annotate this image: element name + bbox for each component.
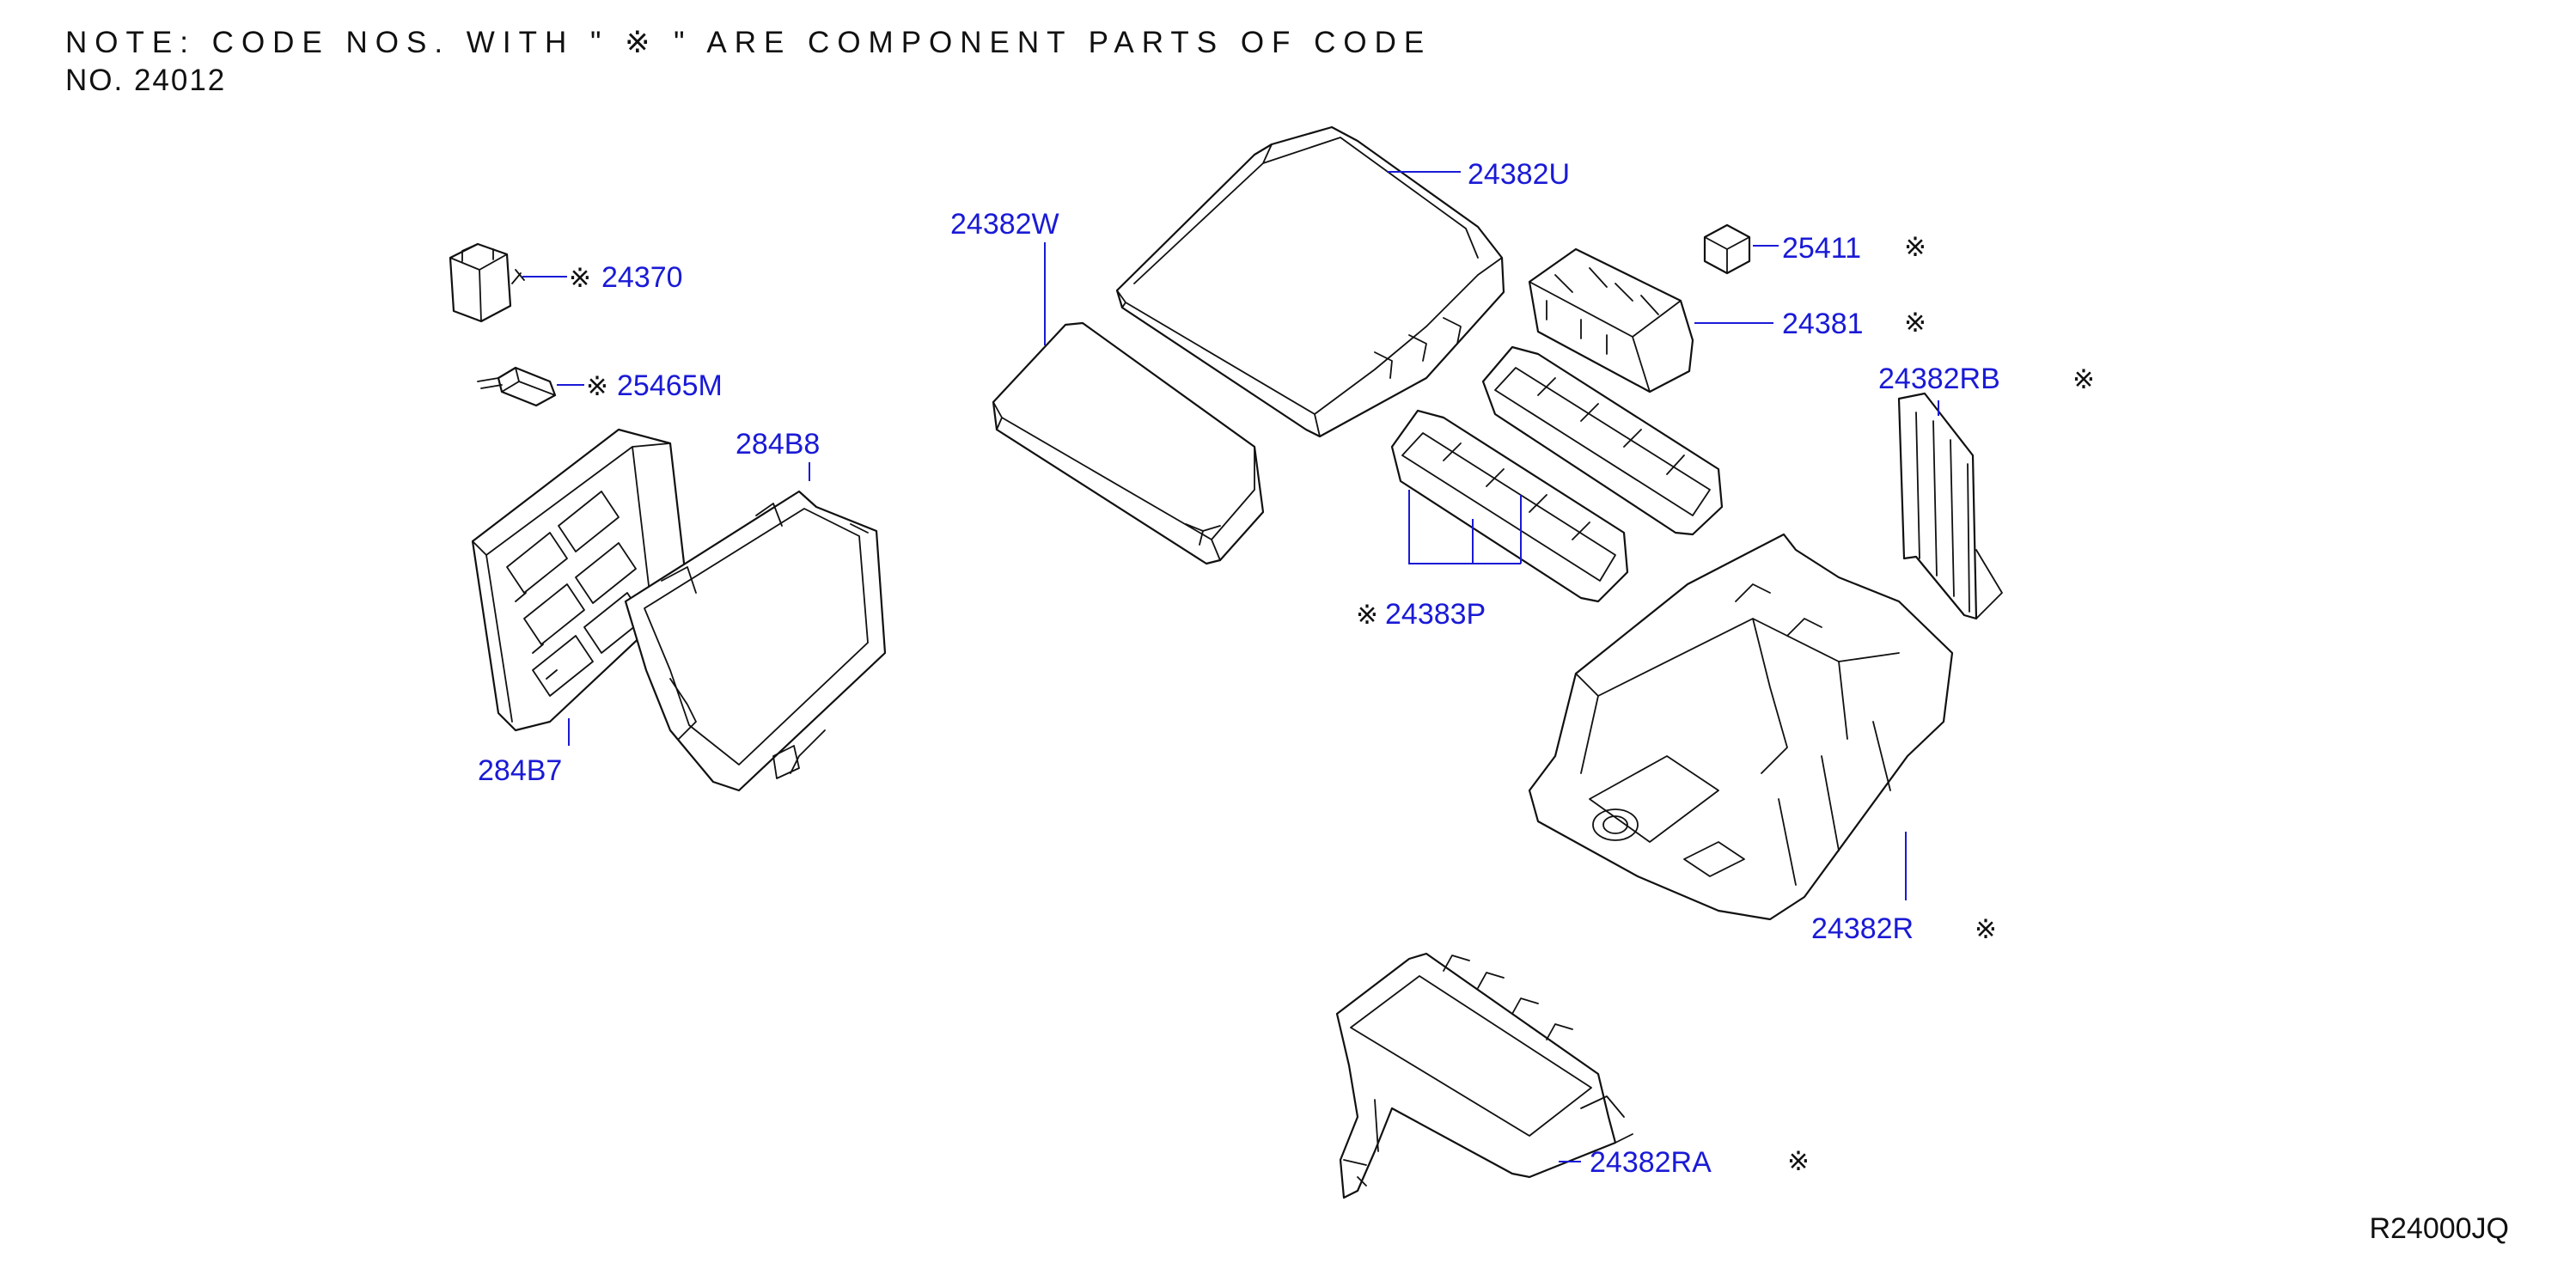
- part-24370-drawing: [449, 242, 525, 323]
- component-mark-24382R: ※: [1975, 914, 1997, 945]
- callout-24382R[interactable]: 24382R: [1811, 912, 1914, 945]
- component-mark-25411: ※: [1904, 232, 1926, 263]
- callout-25411[interactable]: 25411: [1782, 232, 1861, 265]
- callout-284B8[interactable]: 284B8: [736, 428, 820, 461]
- part-284B8-drawing: [624, 490, 887, 792]
- part-24383P-drawing: [1390, 345, 1724, 603]
- callout-284B7[interactable]: 284B7: [478, 754, 562, 787]
- part-24382RB-drawing: [1897, 392, 2003, 620]
- part-25465M-drawing: [477, 366, 557, 407]
- component-mark-24381: ※: [1904, 308, 1926, 339]
- part-24382RA-drawing: [1335, 952, 1633, 1199]
- note-line-2: NO. 24012: [65, 64, 227, 97]
- callout-24383P[interactable]: 24383P: [1385, 598, 1486, 631]
- part-24381-drawing: [1528, 247, 1694, 393]
- part-24382W-drawing: [992, 321, 1265, 565]
- part-284B7-drawing: [471, 428, 689, 732]
- part-24382R-drawing: [1528, 533, 1954, 921]
- part-24382U-drawing: [1115, 125, 1505, 438]
- component-mark-25465M: ※: [586, 371, 608, 402]
- callout-24370[interactable]: 24370: [601, 261, 683, 294]
- reference-code: R24000JQ: [2369, 1212, 2509, 1245]
- callout-24382U[interactable]: 24382U: [1468, 158, 1570, 191]
- callout-24382RB[interactable]: 24382RB: [1878, 363, 2000, 395]
- component-mark-24370: ※: [569, 263, 591, 294]
- component-mark-24383P: ※: [1356, 600, 1378, 631]
- component-mark-24382RB: ※: [2072, 364, 2095, 395]
- callout-24382W[interactable]: 24382W: [950, 208, 1059, 241]
- component-mark-24382RA: ※: [1787, 1146, 1810, 1177]
- callout-25465M[interactable]: 25465M: [617, 369, 723, 402]
- part-25411-drawing: [1703, 223, 1751, 275]
- callout-24382RA[interactable]: 24382RA: [1590, 1146, 1712, 1179]
- callout-24381[interactable]: 24381: [1782, 308, 1864, 340]
- note-line-1: NOTE: CODE NOS. WITH " ※ " ARE COMPONENT…: [65, 26, 1432, 59]
